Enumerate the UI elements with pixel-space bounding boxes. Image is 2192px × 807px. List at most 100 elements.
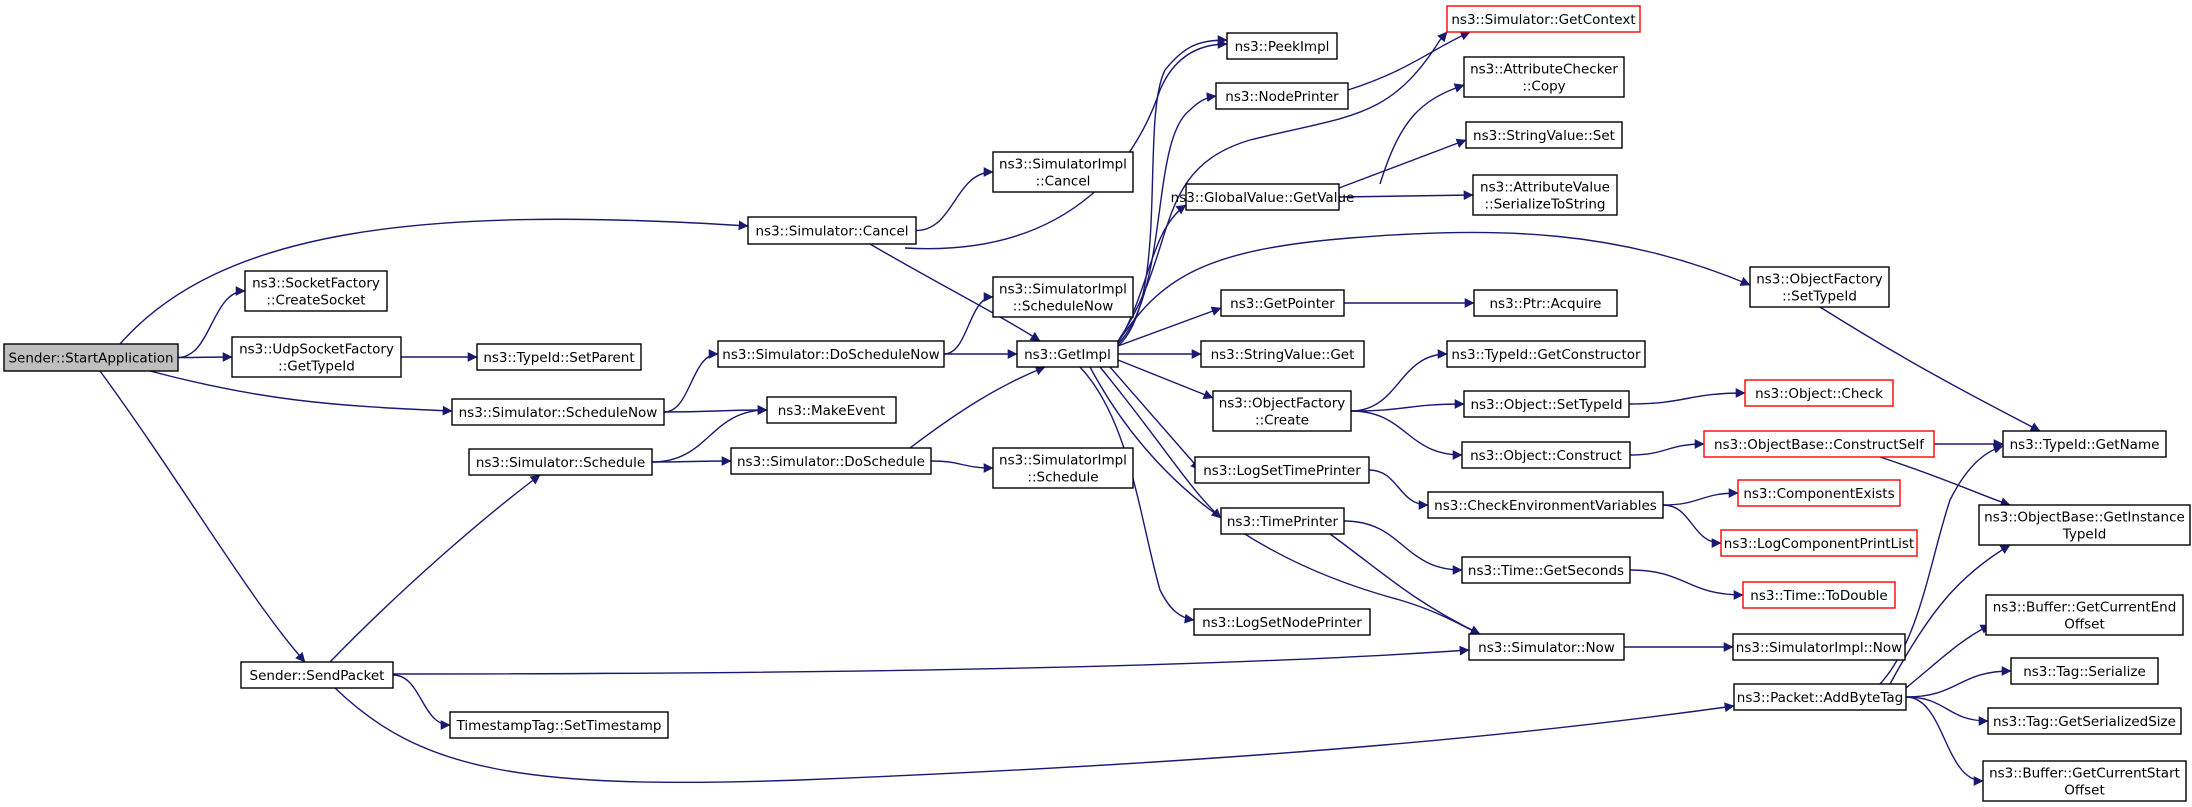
node-label: ns3::Buffer::GetCurrentStart bbox=[1989, 766, 2180, 782]
node-object-set-typeid[interactable]: ns3::Object::SetTypeId bbox=[1463, 390, 1630, 418]
node-box bbox=[2002, 430, 2167, 458]
node-make-event[interactable]: ns3::MakeEvent bbox=[766, 396, 897, 424]
node-typeid-get-constructor[interactable]: ns3::TypeId::GetConstructor bbox=[1446, 340, 1646, 368]
edge-send-packet-to-timestamp-set bbox=[392, 674, 451, 730]
node-string-value-set[interactable]: ns3::StringValue::Set bbox=[1465, 121, 1623, 149]
node-typeid-set-parent[interactable]: ns3::TypeId::SetParent bbox=[476, 343, 642, 371]
node-label: ns3::GetPointer bbox=[1230, 296, 1335, 312]
node-box bbox=[1737, 479, 1901, 507]
node-label: ns3::CheckEnvironmentVariables bbox=[1434, 498, 1657, 514]
node-sim-get-context[interactable]: ns3::Simulator::GetContext bbox=[1446, 5, 1641, 33]
node-label: Offset bbox=[2064, 617, 2105, 633]
node-udp-get-typeid[interactable]: ns3::UdpSocketFactory::GetTypeId bbox=[231, 336, 402, 378]
node-check-env-vars[interactable]: ns3::CheckEnvironmentVariables bbox=[1427, 491, 1664, 519]
node-label: ::Copy bbox=[1522, 79, 1565, 95]
node-time-to-double[interactable]: ns3::Time::ToDouble bbox=[1742, 581, 1896, 609]
node-label: ns3::Simulator::GetContext bbox=[1451, 12, 1635, 28]
node-label: ns3::ObjectBase::GetInstance bbox=[1984, 510, 2185, 526]
node-box bbox=[1212, 390, 1352, 432]
node-box bbox=[240, 661, 394, 689]
node-log-set-node-printer[interactable]: ns3::LogSetNodePrinter bbox=[1193, 608, 1371, 636]
node-label: ns3::GetImpl bbox=[1024, 347, 1111, 363]
node-attr-checker-copy[interactable]: ns3::AttributeChecker::Copy bbox=[1463, 56, 1625, 98]
node-time-printer[interactable]: ns3::TimePrinter bbox=[1220, 507, 1345, 535]
node-box bbox=[992, 276, 1134, 318]
node-box bbox=[992, 447, 1134, 489]
node-time-get-seconds[interactable]: ns3::Time::GetSeconds bbox=[1461, 556, 1631, 584]
node-label: ns3::Buffer::GetCurrentEnd bbox=[1993, 600, 2177, 616]
node-object-construct[interactable]: ns3::Object::Construct bbox=[1461, 441, 1631, 469]
node-get-impl[interactable]: ns3::GetImpl bbox=[1016, 340, 1119, 368]
node-peek-impl[interactable]: ns3::PeekImpl bbox=[1226, 32, 1338, 60]
node-string-value-get[interactable]: ns3::StringValue::Get bbox=[1200, 340, 1365, 368]
node-label: ns3::ObjectFactory bbox=[1756, 272, 1883, 288]
node-socket-factory-create[interactable]: ns3::SocketFactory::CreateSocket bbox=[244, 270, 388, 312]
node-box bbox=[1193, 608, 1371, 636]
node-component-exists[interactable]: ns3::ComponentExists bbox=[1737, 479, 1901, 507]
node-send-packet[interactable]: Sender::SendPacket bbox=[240, 661, 394, 689]
edge-send-packet-to-sim-now bbox=[392, 645, 1470, 675]
node-global-value-get[interactable]: ns3::GlobalValue::GetValue bbox=[1171, 183, 1355, 211]
node-packet-add-byte-tag[interactable]: ns3::Packet::AddByteTag bbox=[1733, 683, 1907, 711]
edge-log-set-time-printer-to-check-env-vars bbox=[1368, 469, 1429, 510]
edge-object-construct-to-object-base-construct-self bbox=[1629, 439, 1705, 456]
node-box bbox=[747, 216, 917, 245]
node-object-factory-set-typeid[interactable]: ns3::ObjectFactory::SetTypeId bbox=[1749, 266, 1890, 308]
node-box bbox=[1427, 491, 1664, 519]
node-object-check[interactable]: ns3::Object::Check bbox=[1744, 379, 1894, 407]
node-label: ::SerializeToString bbox=[1485, 197, 1606, 213]
node-label: ns3::Simulator::ScheduleNow bbox=[459, 405, 658, 421]
node-log-component-print-list[interactable]: ns3::LogComponentPrintList bbox=[1720, 529, 1918, 557]
node-simimpl-schedule-now[interactable]: ns3::SimulatorImpl::ScheduleNow bbox=[992, 276, 1134, 318]
node-tag-serialize[interactable]: ns3::Tag::Serialize bbox=[2010, 657, 2159, 685]
edge-get-impl-to-object-factory-set-typeid bbox=[1117, 231, 1751, 343]
edge-get-impl-to-time-printer bbox=[1099, 366, 1222, 519]
node-sim-do-schedule[interactable]: ns3::Simulator::DoSchedule bbox=[730, 447, 932, 475]
node-box bbox=[451, 398, 665, 426]
edge-global-value-get-to-attr-checker-copy bbox=[1379, 83, 1465, 185]
node-label: Sender::StartApplication bbox=[8, 351, 173, 367]
edge-start-application-to-udp-get-typeid bbox=[177, 352, 233, 362]
node-typeid-get-name[interactable]: ns3::TypeId::GetName bbox=[2002, 430, 2167, 458]
node-box bbox=[1220, 507, 1345, 535]
node-attr-value-serialize[interactable]: ns3::AttributeValue::SerializeToString bbox=[1472, 174, 1618, 216]
node-sim-now[interactable]: ns3::Simulator::Now bbox=[1468, 633, 1625, 661]
node-sim-cancel[interactable]: ns3::Simulator::Cancel bbox=[747, 216, 917, 245]
node-label: Sender::SendPacket bbox=[250, 668, 385, 684]
edge-sim-do-schedule-to-get-impl bbox=[909, 365, 1046, 449]
edge-get-impl-to-sim-get-context bbox=[1117, 31, 1448, 342]
node-box bbox=[1978, 504, 2191, 546]
node-timestamp-set[interactable]: TimestampTag::SetTimestamp bbox=[449, 711, 669, 739]
node-simimpl-schedule[interactable]: ns3::SimulatorImpl::Schedule bbox=[992, 447, 1134, 489]
edge-sim-schedule-now-to-sim-do-schedule-now bbox=[663, 349, 719, 413]
edges-layer bbox=[99, 31, 2041, 786]
node-object-base-construct-self[interactable]: ns3::ObjectBase::ConstructSelf bbox=[1703, 430, 1935, 458]
node-box bbox=[1463, 56, 1625, 98]
edge-get-impl-to-sim-now bbox=[1089, 366, 1481, 635]
edge-get-impl-to-log-set-time-printer bbox=[1109, 366, 1201, 471]
node-label: ns3::SimulatorImpl bbox=[999, 282, 1127, 298]
edge-time-printer-to-time-get-seconds bbox=[1343, 520, 1463, 575]
node-sim-schedule-now[interactable]: ns3::Simulator::ScheduleNow bbox=[451, 398, 665, 426]
node-box bbox=[1733, 683, 1907, 711]
node-simimpl-now[interactable]: ns3::SimulatorImpl::Now bbox=[1732, 633, 1906, 661]
node-sim-do-schedule-now[interactable]: ns3::Simulator::DoScheduleNow bbox=[717, 340, 945, 368]
node-start-application[interactable]: Sender::StartApplication bbox=[3, 343, 179, 372]
node-get-pointer[interactable]: ns3::GetPointer bbox=[1220, 289, 1345, 317]
node-label: ns3::Time::ToDouble bbox=[1750, 588, 1887, 604]
node-ptr-acquire[interactable]: ns3::Ptr::Acquire bbox=[1473, 289, 1618, 317]
node-label: ::GetTypeId bbox=[278, 359, 355, 375]
node-log-set-time-printer[interactable]: ns3::LogSetTimePrinter bbox=[1194, 456, 1370, 484]
node-tag-get-serialized-size[interactable]: ns3::Tag::GetSerializedSize bbox=[1987, 707, 2182, 735]
node-label: ns3::TimePrinter bbox=[1227, 514, 1339, 530]
edge-get-impl-to-object-factory-create bbox=[1117, 359, 1214, 400]
node-object-factory-create[interactable]: ns3::ObjectFactory::Create bbox=[1212, 390, 1352, 432]
node-node-printer[interactable]: ns3::NodePrinter bbox=[1215, 82, 1349, 110]
node-simimpl-cancel[interactable]: ns3::SimulatorImpl::Cancel bbox=[992, 151, 1134, 193]
node-box bbox=[1463, 390, 1630, 418]
node-sim-schedule[interactable]: ns3::Simulator::Schedule bbox=[468, 448, 653, 476]
edge-get-impl-to-get-pointer bbox=[1117, 306, 1222, 347]
